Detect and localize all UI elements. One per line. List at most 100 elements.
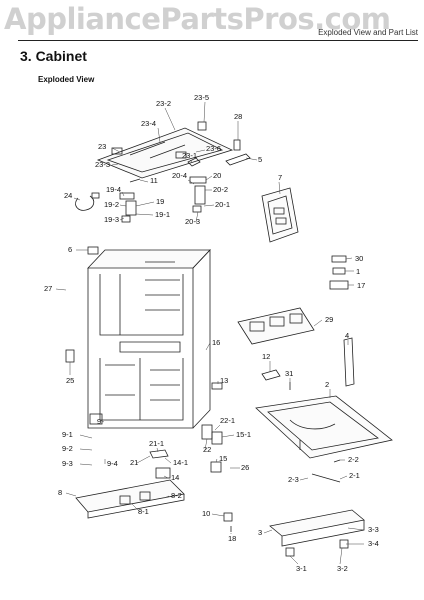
leader-line (214, 424, 221, 431)
callout-label: 21-1 (149, 439, 164, 448)
leader-line (163, 495, 170, 499)
part-4 (343, 337, 355, 387)
callout-label: 18 (228, 534, 236, 543)
leader-line (299, 477, 309, 481)
part-6 (87, 246, 99, 255)
callout-label: 24 (64, 191, 72, 200)
callout-label: 19-4 (106, 185, 121, 194)
callout-label: 27 (44, 284, 52, 293)
callout-label: 30 (355, 254, 363, 263)
leader-line (195, 149, 206, 153)
callout-label: 9-1 (62, 430, 73, 439)
callout-label: 2-3 (288, 475, 299, 484)
wire-harness (75, 195, 95, 211)
callout-label: 9-2 (62, 444, 73, 453)
part-14 (155, 467, 171, 479)
leader-line (339, 475, 348, 480)
leader-line (278, 181, 281, 195)
leader-line (139, 179, 149, 183)
header-right: Exploded View and Part List (318, 28, 418, 37)
callout-label: 7 (278, 173, 282, 182)
leader-line (245, 157, 258, 161)
section-title: 3. Cabinet (20, 48, 87, 64)
part-9 (89, 413, 103, 425)
leader-line (205, 175, 213, 181)
machine-compartment-cover (255, 395, 393, 459)
callout-label: 28 (234, 112, 242, 121)
callout-label: 22 (203, 445, 211, 454)
leader-line (339, 547, 343, 565)
leader-line (119, 217, 125, 221)
watermark: AppliancePartsPros.com (4, 2, 391, 36)
part-12 (261, 369, 281, 381)
leader-line (163, 475, 169, 479)
part-15 (210, 461, 222, 473)
callout-label: 23-6 (206, 144, 221, 153)
callout-label: 23-2 (156, 99, 171, 108)
callout-label: 19 (156, 197, 164, 206)
leader-line (221, 434, 235, 438)
callout-label: 1 (356, 267, 360, 276)
callout-label: 23 (98, 142, 106, 151)
leader-line (156, 447, 159, 453)
callout-label: 3-2 (337, 564, 348, 573)
callout-label: 26 (241, 463, 249, 472)
cabinet-body (87, 248, 211, 429)
leader-line (99, 419, 105, 423)
control-panel-part (261, 187, 299, 243)
callout-label: 16 (212, 338, 220, 347)
leader-line (135, 213, 154, 216)
callout-label: 23-5 (194, 93, 209, 102)
part-22 (201, 424, 213, 440)
leader-line (347, 527, 365, 531)
leader-line (313, 319, 323, 327)
callout-label: 11 (150, 176, 158, 185)
leader-line (215, 458, 218, 463)
leader-line (189, 159, 193, 163)
callout-label: 23-3 (95, 160, 110, 169)
part-21 (149, 449, 169, 459)
callout-label: 15-1 (236, 430, 251, 439)
leader-line (345, 257, 353, 260)
part-22-1 (211, 431, 223, 445)
leader-line (79, 434, 93, 439)
callout-label: 23-1 (182, 151, 197, 160)
callout-label: 13 (220, 376, 228, 385)
callout-label: 14 (171, 473, 179, 482)
callout-label: 6 (68, 245, 72, 254)
callout-label: 8-2 (171, 491, 182, 500)
top-cover-assembly (96, 121, 251, 179)
callout-label: 12 (262, 352, 270, 361)
header-rule (18, 40, 418, 41)
leader-line (119, 204, 127, 207)
leader-line (195, 211, 199, 223)
callout-label: 15 (219, 454, 227, 463)
leader-line (73, 197, 81, 201)
callout-label: 20 (213, 171, 221, 180)
leader-line (203, 204, 215, 207)
callout-label: 10 (202, 509, 210, 518)
callout-label: 2-2 (348, 455, 359, 464)
leader-line (111, 163, 119, 166)
part-2-2 (333, 459, 341, 463)
subtitle: Exploded View (38, 75, 95, 84)
leader-line (55, 288, 67, 291)
part-2-1 (311, 473, 341, 483)
callout-label: 19-3 (104, 215, 119, 224)
leader-line (203, 101, 206, 123)
leader-line (205, 342, 211, 351)
callout-label: 9-3 (62, 459, 73, 468)
callout-label: 3-1 (296, 564, 307, 573)
leader-line (65, 492, 77, 497)
callout-label: 9 (97, 417, 101, 426)
leader-line (164, 107, 176, 131)
callout-label: 8-1 (138, 507, 149, 516)
leader-line (263, 529, 273, 534)
callout-label: 20-2 (213, 185, 228, 194)
part-13 (211, 382, 223, 390)
callout-label: 23-4 (141, 119, 156, 128)
bottom-bracket (269, 509, 365, 557)
callout-label: 17 (357, 281, 365, 290)
callout-label: 25 (66, 376, 74, 385)
